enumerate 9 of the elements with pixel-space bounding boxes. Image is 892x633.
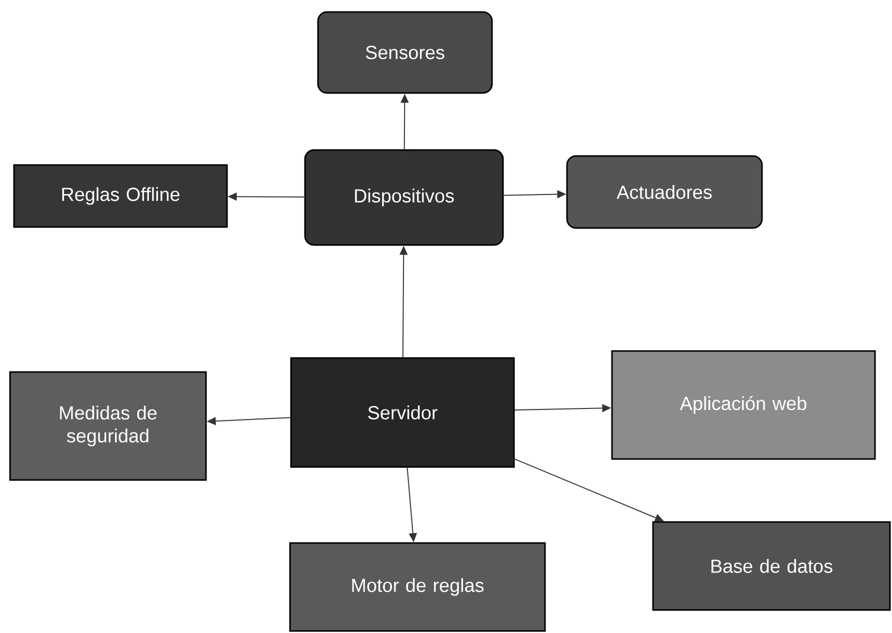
process-box: Base de datos	[652, 521, 891, 611]
process-box: Reglas Offline	[13, 164, 228, 228]
process-box: Medidas de seguridad	[9, 371, 207, 481]
rounded-box: Actuadores	[566, 155, 763, 229]
process-box: Aplicación web	[611, 350, 876, 460]
rounded-box: Dispositivos	[304, 149, 504, 246]
rounded-box: Sensores	[317, 11, 493, 94]
process-box: Motor de reglas	[289, 542, 546, 632]
process-box: Servidor	[290, 357, 515, 468]
